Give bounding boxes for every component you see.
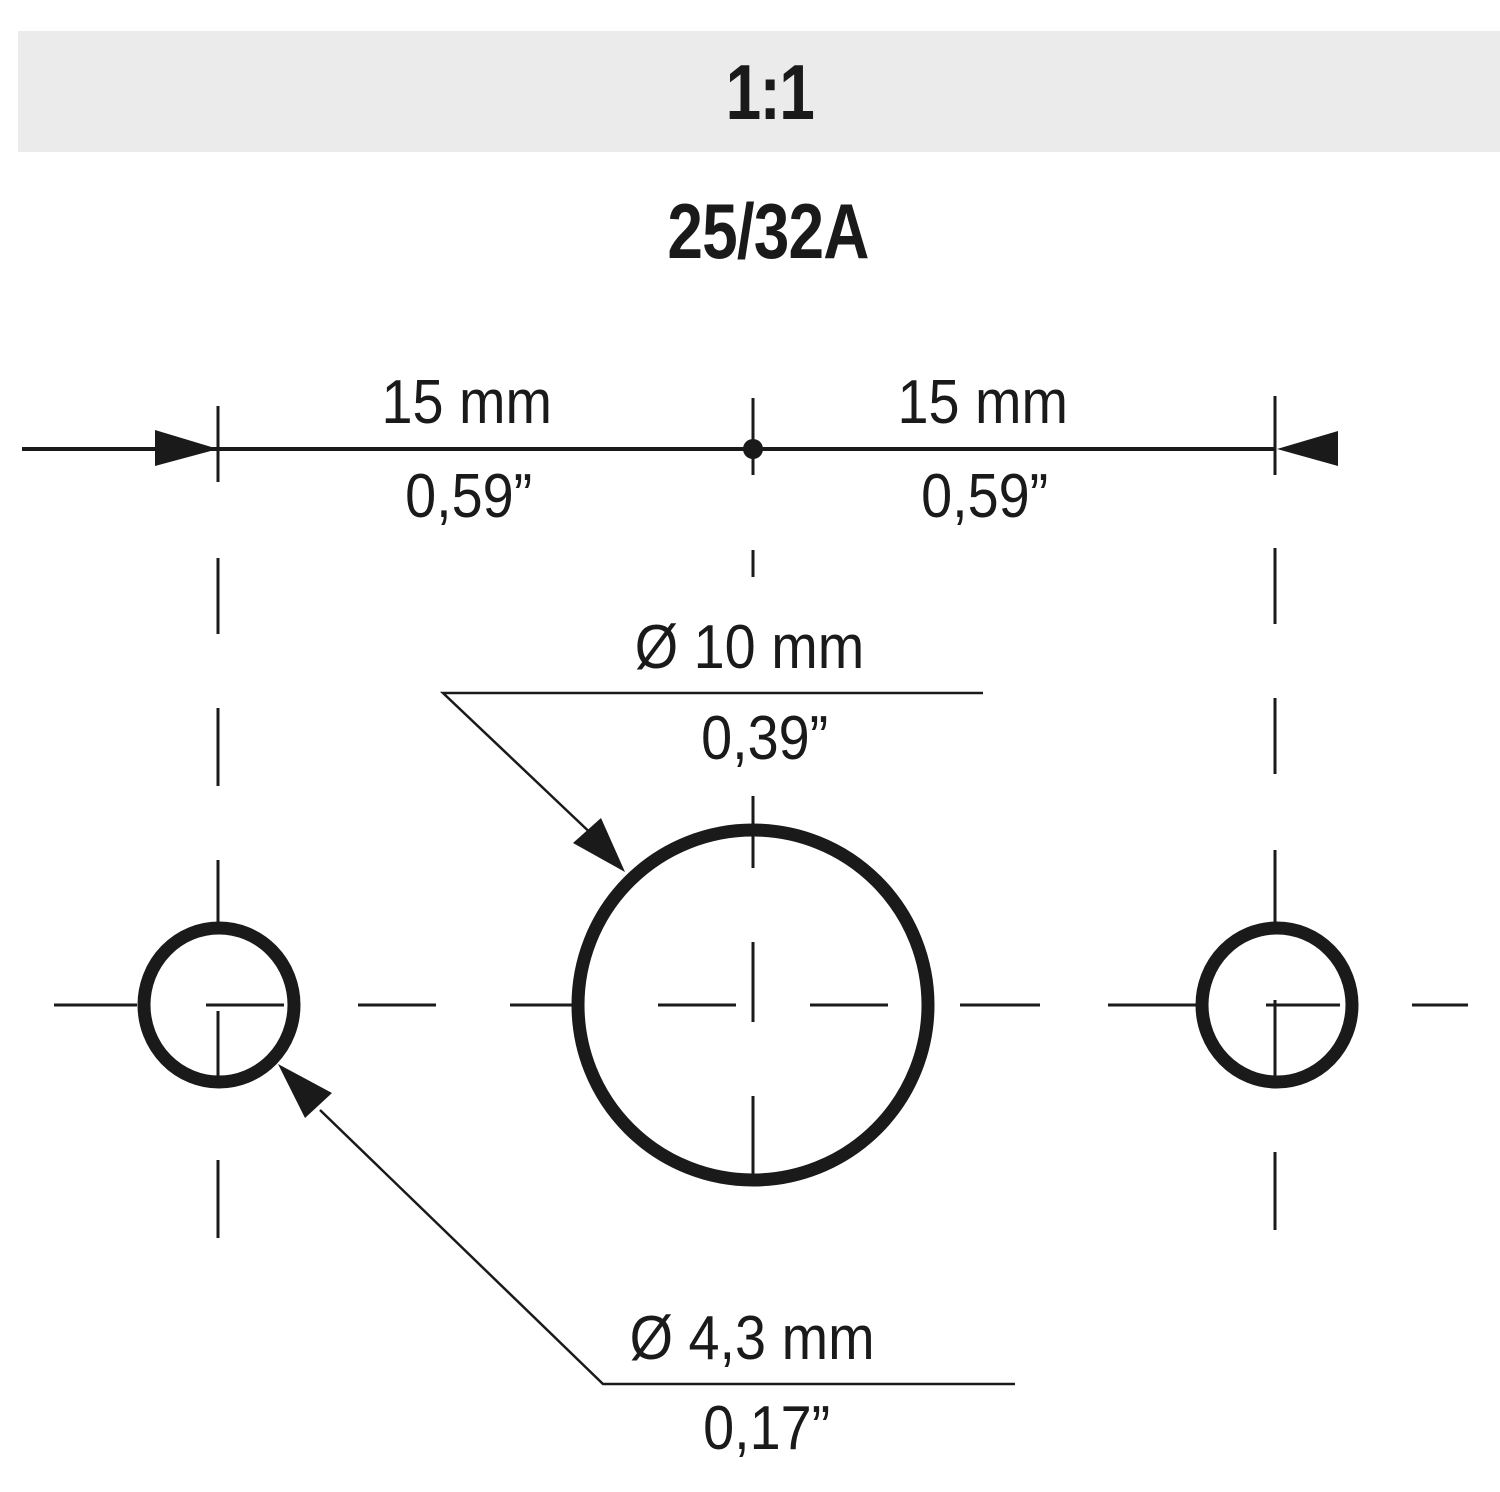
arrow-left-icon <box>1277 431 1338 466</box>
left-spacing-inch: 0,59” <box>405 462 533 531</box>
model-label: 25/32A <box>667 187 869 275</box>
leader-line-center-hole <box>439 691 983 843</box>
center-hole-diameter-inch: 0,39” <box>701 704 829 773</box>
arrow-right-icon <box>155 430 218 466</box>
center-dot-icon <box>743 439 763 459</box>
leader-arrow-center-icon <box>573 818 625 872</box>
center-hole-diameter-mm: Ø 10 mm <box>634 613 865 682</box>
right-spacing-mm: 15 mm <box>897 368 1069 437</box>
side-hole-diameter-mm: Ø 4,3 mm <box>629 1304 875 1373</box>
leader-line-side-hole <box>319 1109 1015 1386</box>
side-hole-diameter-inch: 0,17” <box>703 1394 831 1463</box>
side-hole-right <box>1195 921 1359 1089</box>
left-spacing-mm: 15 mm <box>381 368 553 437</box>
scale-label: 1:1 <box>725 47 814 136</box>
center-hole <box>571 823 935 1187</box>
scale-header-band: 1:1 <box>18 31 1500 152</box>
side-hole-left <box>137 921 301 1089</box>
leader-arrow-side-icon <box>278 1064 332 1118</box>
right-spacing-inch: 0,59” <box>921 462 1049 531</box>
